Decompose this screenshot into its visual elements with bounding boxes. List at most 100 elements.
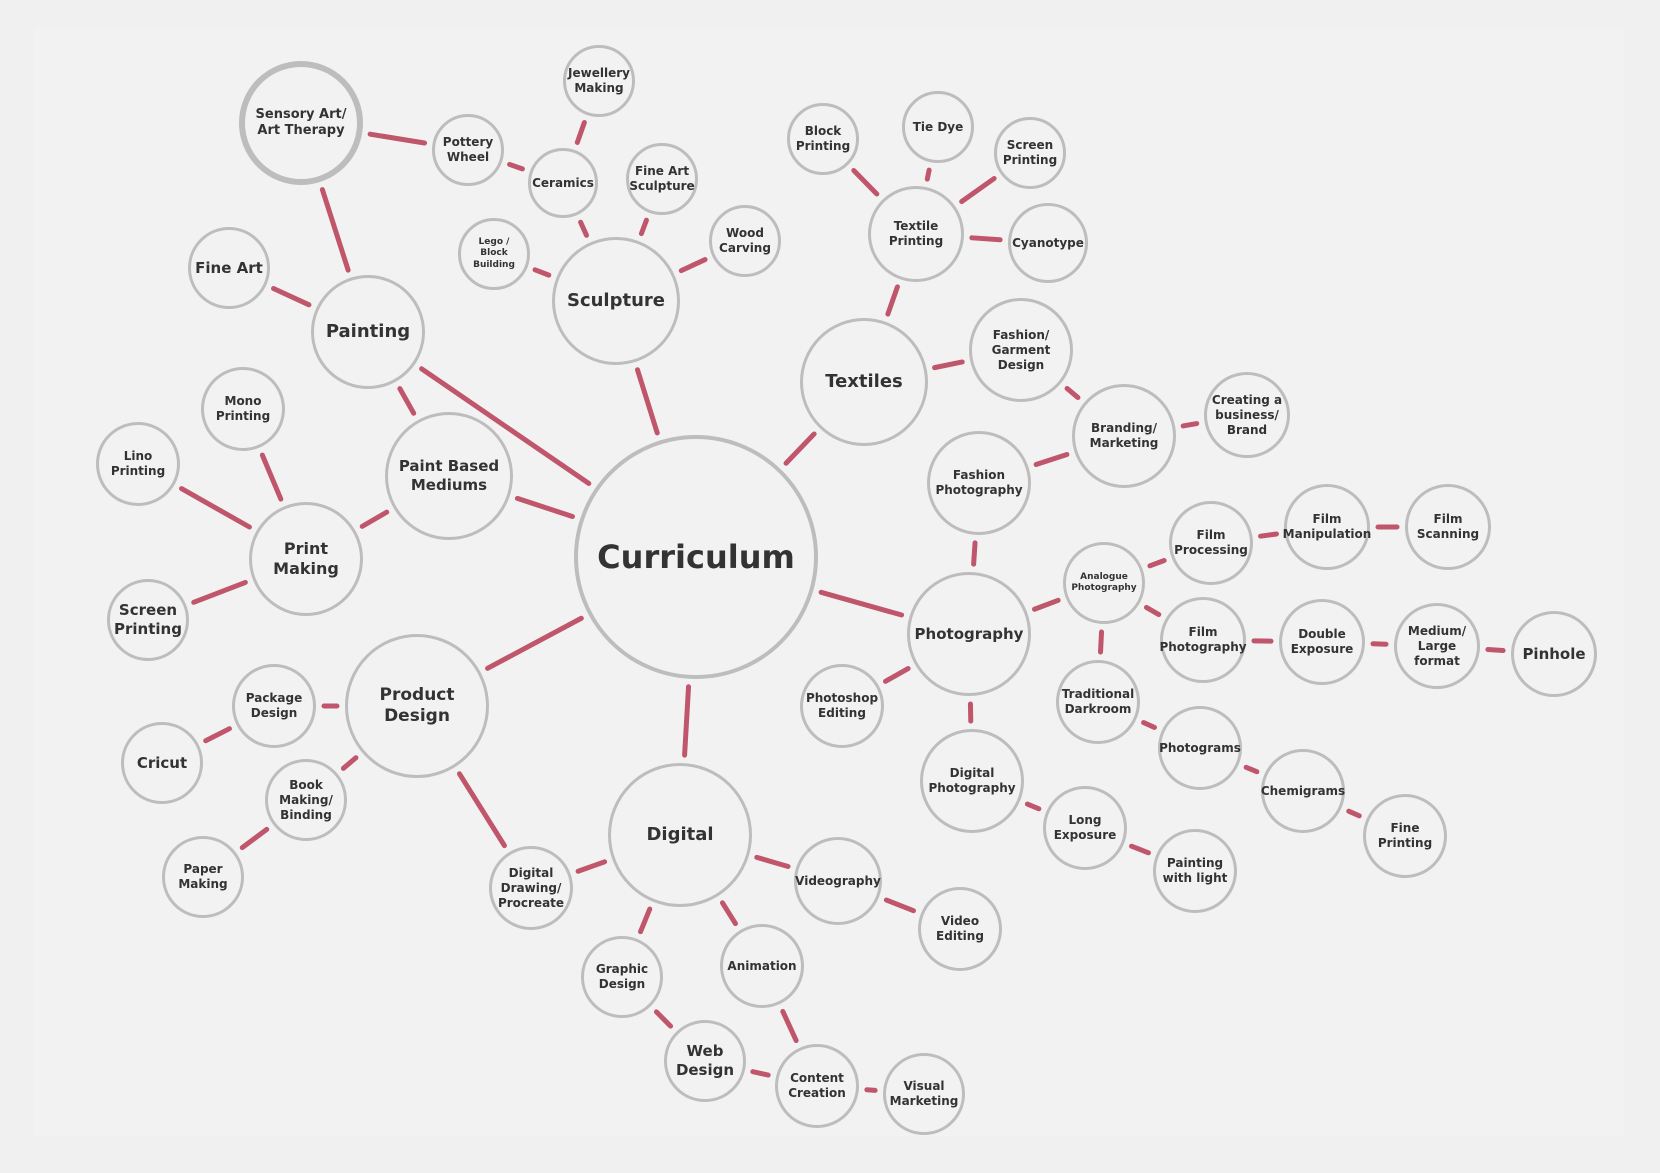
connector-ceramics-jewellery	[574, 119, 587, 145]
connector-analogue-film_photography	[1143, 604, 1162, 618]
node-double-exposure[interactable]: Double Exposure	[1279, 599, 1365, 685]
connector-curriculum-product_design	[485, 615, 584, 671]
connector-digital-animation	[719, 900, 738, 927]
connector-photograms-chemigrams	[1243, 764, 1260, 775]
connector-textiles-textile_printing	[885, 284, 900, 317]
node-pinhole[interactable]: Pinhole	[1511, 611, 1597, 697]
node-book-making-binding[interactable]: Book Making/ Binding	[265, 759, 347, 841]
connector-sensory_art-pottery_wheel	[367, 131, 428, 146]
node-film-photography[interactable]: Film Photography	[1159, 597, 1247, 683]
connector-textile_printing-screen_printing_textile	[959, 175, 997, 205]
connector-long_exposure-painting_light	[1129, 843, 1151, 856]
connector-graphic_design-web_design	[653, 1009, 674, 1029]
node-videography[interactable]: Videography	[794, 837, 882, 925]
connector-content_creation-visual_marketing	[864, 1087, 878, 1093]
node-textiles[interactable]: Textiles	[800, 318, 928, 446]
connector-film_processing-film_manipulation	[1258, 531, 1279, 539]
connector-chemigrams-fine_printing	[1346, 808, 1362, 819]
node-screen-printing-textile[interactable]: Screen Printing	[994, 117, 1066, 189]
node-fashion-photography[interactable]: Fashion Photography	[927, 431, 1031, 535]
connector-curriculum-photography	[818, 589, 905, 618]
connector-pottery_wheel-ceramics	[507, 161, 525, 172]
node-film-scanning[interactable]: Film Scanning	[1405, 484, 1491, 570]
connector-digital_photography-long_exposure	[1024, 801, 1042, 812]
node-content-creation[interactable]: Content Creation	[775, 1044, 859, 1128]
node-package-design[interactable]: Package Design	[232, 664, 316, 748]
node-creating-business[interactable]: Creating a business/ Brand	[1204, 372, 1290, 458]
connector-curriculum-digital	[682, 684, 692, 758]
connector-sculpture-lego	[532, 267, 552, 278]
node-long-exposure[interactable]: Long Exposure	[1043, 786, 1127, 870]
connector-painting-sensory_art	[319, 187, 351, 273]
node-digital-drawing[interactable]: Digital Drawing/ Procreate	[489, 846, 573, 930]
node-block-printing[interactable]: Block Printing	[787, 103, 859, 175]
node-textile-printing[interactable]: Textile Printing	[868, 186, 964, 282]
node-medium-large-format[interactable]: Medium/ Large format	[1394, 603, 1480, 689]
node-product-design[interactable]: Product Design	[345, 634, 489, 778]
node-film-processing[interactable]: Film Processing	[1169, 501, 1253, 585]
node-digital-photography[interactable]: Digital Photography	[920, 729, 1024, 833]
node-visual-marketing[interactable]: Visual Marketing	[883, 1053, 965, 1135]
node-fine-art-sculpture[interactable]: Fine Art Sculpture	[626, 143, 698, 215]
node-animation[interactable]: Animation	[720, 924, 804, 1008]
connector-ceramics-sculpture	[578, 219, 590, 238]
connector-photography-analogue	[1031, 597, 1061, 612]
node-mono-printing[interactable]: Mono Printing	[201, 367, 285, 451]
node-photoshop-editing[interactable]: Photoshop Editing	[800, 664, 884, 748]
node-sculpture[interactable]: Sculpture	[552, 237, 680, 365]
node-wood-carving[interactable]: Wood Carving	[709, 205, 781, 277]
node-lego-block-building[interactable]: Lego / Block Building	[458, 218, 530, 290]
node-fine-art[interactable]: Fine Art	[188, 227, 270, 309]
connector-digital-digital_drawing	[575, 859, 608, 874]
connector-traditional_darkroom-photograms	[1141, 720, 1157, 730]
connector-print_making-lino_printing	[179, 486, 252, 530]
connector-product_design-digital_drawing	[456, 771, 507, 849]
node-web-design[interactable]: Web Design	[664, 1020, 746, 1102]
connector-branding-fashion_photography	[1033, 452, 1070, 467]
connector-curriculum-sculpture	[634, 367, 660, 436]
connector-videography-video_editing	[883, 897, 916, 914]
node-fashion-garment-design[interactable]: Fashion/ Garment Design	[969, 298, 1073, 402]
node-cricut[interactable]: Cricut	[121, 722, 203, 804]
connector-paint_based-print_making	[359, 509, 390, 529]
node-paper-making[interactable]: Paper Making	[162, 836, 244, 918]
connector-digital-videography	[754, 854, 791, 869]
node-jewellery-making[interactable]: Jewellery Making	[563, 45, 635, 117]
node-film-manipulation[interactable]: Film Manipulation	[1283, 484, 1371, 570]
node-graphic-design[interactable]: Graphic Design	[581, 936, 663, 1018]
node-photograms[interactable]: Photograms	[1158, 706, 1242, 790]
node-video-editing[interactable]: Video Editing	[918, 887, 1002, 971]
node-pottery-wheel[interactable]: Pottery Wheel	[432, 114, 504, 186]
node-sensory-art[interactable]: Sensory Art/ Art Therapy	[239, 61, 363, 185]
connector-textile_printing-cyanotype	[969, 235, 1003, 243]
connector-photography-photoshop	[882, 666, 911, 684]
connector-sculpture-wood_carving	[678, 257, 708, 274]
node-analogue-photography[interactable]: Analogue Photography	[1063, 542, 1145, 624]
node-paint-based-mediums[interactable]: Paint Based Mediums	[385, 412, 513, 540]
node-digital[interactable]: Digital	[608, 763, 752, 907]
connector-fashion_garment-branding	[1064, 385, 1081, 401]
node-traditional-darkroom[interactable]: Traditional Darkroom	[1056, 660, 1140, 744]
connector-medium_large-pinhole	[1485, 646, 1506, 654]
node-ceramics[interactable]: Ceramics	[528, 148, 598, 218]
node-chemigrams[interactable]: Chemigrams	[1261, 749, 1345, 833]
connector-package_design-cricut	[203, 726, 232, 744]
node-tie-dye[interactable]: Tie Dye	[902, 91, 974, 163]
node-curriculum[interactable]: Curriculum	[574, 435, 818, 679]
connector-analogue-film_processing	[1147, 558, 1167, 569]
node-cyanotype[interactable]: Cyanotype	[1008, 203, 1088, 283]
node-lino-printing[interactable]: Lino Printing	[96, 422, 180, 506]
node-photography[interactable]: Photography	[907, 572, 1031, 696]
node-branding-marketing[interactable]: Branding/ Marketing	[1072, 384, 1176, 488]
node-painting-with-light[interactable]: Painting with light	[1153, 829, 1237, 913]
connector-textiles-fashion_garment	[932, 359, 965, 371]
node-print-making[interactable]: Print Making	[249, 502, 363, 616]
node-screen-printing-print[interactable]: Screen Printing	[107, 579, 189, 661]
node-painting[interactable]: Painting	[311, 275, 425, 389]
connector-textile_printing-tie_dye	[924, 167, 932, 182]
connector-textile_printing-block_printing	[851, 167, 880, 197]
connector-curriculum-paint_based	[514, 495, 575, 519]
node-fine-printing[interactable]: Fine Printing	[1363, 794, 1447, 878]
